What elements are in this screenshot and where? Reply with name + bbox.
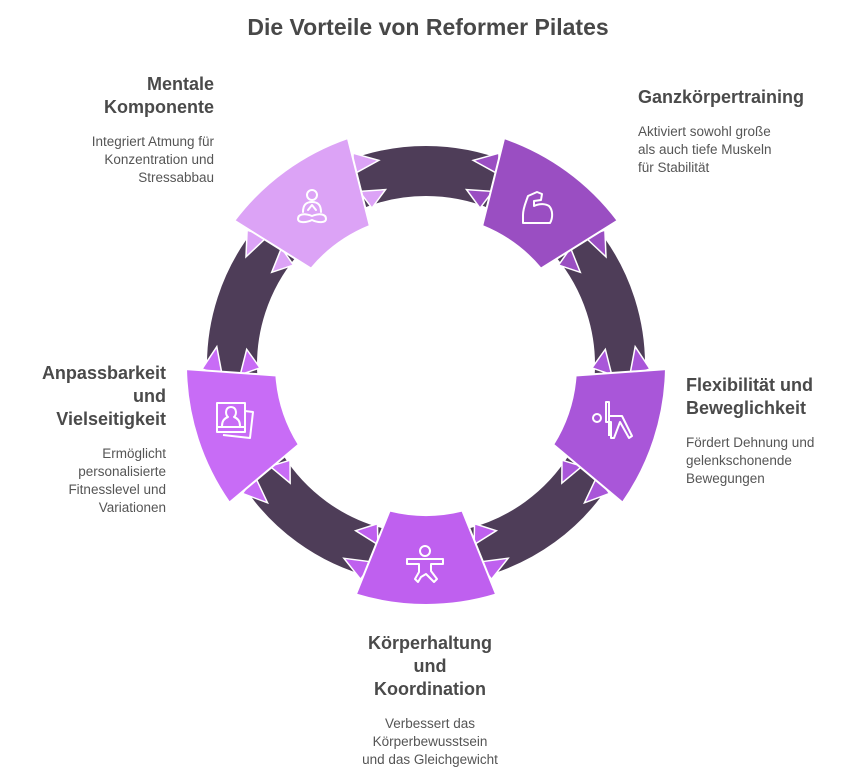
benefit-description: Aktiviert sowohl große als auch tiefe Mu… [638, 124, 772, 175]
benefit-description: Fördert Dehnung und gelenkschonende Bewe… [686, 435, 815, 486]
ring-tile-koerperhaltung [342, 509, 510, 606]
tile-flap [590, 347, 613, 376]
tile-flap [270, 246, 295, 274]
tile-flap [353, 522, 379, 547]
balance-figure-icon [406, 545, 444, 583]
ring-tile-mentale [232, 136, 388, 274]
tile-flap [239, 347, 262, 376]
ring-icons [216, 189, 633, 583]
stretching-figure-icon [592, 401, 633, 439]
benefit-ganzkoerper: Ganzkörpertraining Aktiviert sowohl groß… [638, 86, 838, 177]
tile-flap [464, 188, 495, 210]
tile-body [232, 136, 371, 270]
page-title: Die Vorteile von Reformer Pilates [247, 14, 609, 40]
benefit-title: Ganzkörpertraining [638, 87, 805, 107]
tile-flap [357, 188, 388, 210]
meditation-icon [297, 189, 327, 224]
profile-photos-icon [216, 402, 254, 439]
tile-flap [557, 246, 582, 274]
benefit-description: Integriert Atmung für Konzentration und … [91, 134, 214, 185]
tile-body [481, 136, 620, 270]
flexed-arm-icon [522, 191, 554, 224]
tile-body [185, 368, 301, 505]
ring-tile-anpassbarkeit [185, 344, 301, 505]
ring-tile-ganzkoerper [464, 136, 620, 274]
benefit-description: Ermöglicht personalisierte Fitnesslevel … [68, 446, 166, 515]
tile-body [354, 509, 498, 606]
benefit-description: Verbessert das Körperbewusstsein und das… [362, 716, 498, 767]
ring-tiles [185, 136, 667, 606]
tile-flap [473, 522, 499, 547]
tile-flap [561, 459, 584, 485]
tile-flap [268, 459, 291, 485]
